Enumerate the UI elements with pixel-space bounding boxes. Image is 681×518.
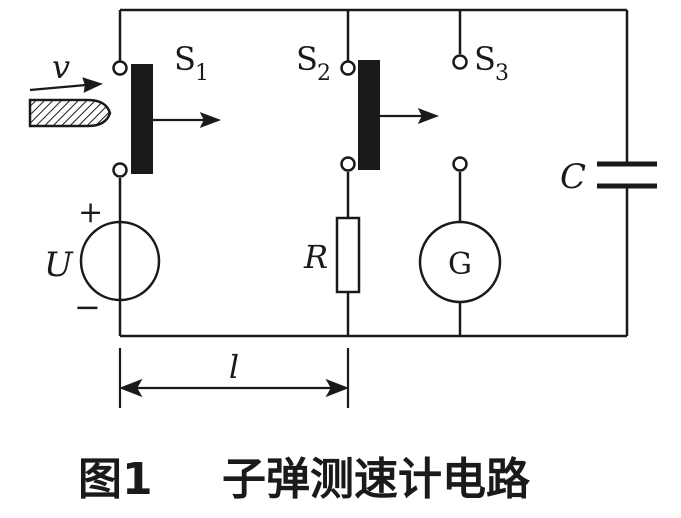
length-arrow-head-right xyxy=(325,378,350,398)
figure-number: 图1 xyxy=(78,454,153,505)
switch-s2-subscript: 2 xyxy=(317,61,331,86)
capacitor-label: C xyxy=(560,157,586,197)
switch-s2-label: S xyxy=(296,40,318,78)
s1-bottom-terminal xyxy=(112,162,128,178)
galvanometer-icon xyxy=(418,220,502,304)
switch-s1-bar xyxy=(131,64,153,174)
s3-top-terminal xyxy=(452,54,468,70)
figure-title: 子弹测速计电路 xyxy=(222,454,531,505)
velocity-arrow-shaft xyxy=(29,83,87,92)
switch-s2-bar xyxy=(358,60,380,170)
length-arrow-head-left xyxy=(118,378,143,398)
plus-sign: + xyxy=(78,195,103,230)
s2-motion-arrow-head xyxy=(417,107,440,125)
resistor-label: R xyxy=(303,238,328,276)
s1-motion-arrow-head xyxy=(199,111,222,129)
switch-s3-subscript: 3 xyxy=(495,61,509,86)
s1-top-terminal xyxy=(112,60,128,76)
s2-top-terminal xyxy=(340,60,356,76)
resistor-icon xyxy=(335,216,361,294)
minus-sign: − xyxy=(74,288,101,326)
s3-bottom-terminal xyxy=(452,156,468,172)
velocity-arrow-head xyxy=(82,77,104,93)
galvanometer-label: G xyxy=(448,247,472,282)
velocity-label: v xyxy=(52,48,70,86)
length-label: l xyxy=(229,348,239,386)
switch-s3-label: S xyxy=(474,40,496,78)
voltage-source-label: U xyxy=(44,245,74,285)
s2-bottom-terminal xyxy=(340,156,356,172)
switch-s1-subscript: 1 xyxy=(195,61,209,86)
bullet-icon xyxy=(28,98,112,128)
switch-s1-label: S xyxy=(174,40,196,78)
